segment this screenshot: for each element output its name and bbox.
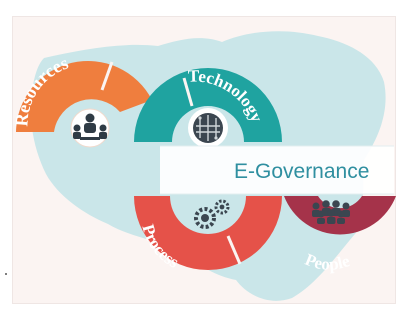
circuit-globe-icon: [188, 108, 228, 148]
technology-ring: [134, 68, 282, 142]
scan-dot: [5, 273, 7, 275]
gears-icon: [194, 199, 230, 229]
people-network-icon: [70, 108, 110, 148]
resources-ring: [16, 60, 152, 132]
title-banner: E-Governance: [160, 145, 394, 195]
process-ring: [134, 196, 282, 270]
people-label: People: [302, 250, 352, 274]
crowd-icon: [312, 200, 350, 224]
diagram-title: E-Governance: [234, 160, 369, 183]
segment-people: People: [284, 196, 396, 274]
